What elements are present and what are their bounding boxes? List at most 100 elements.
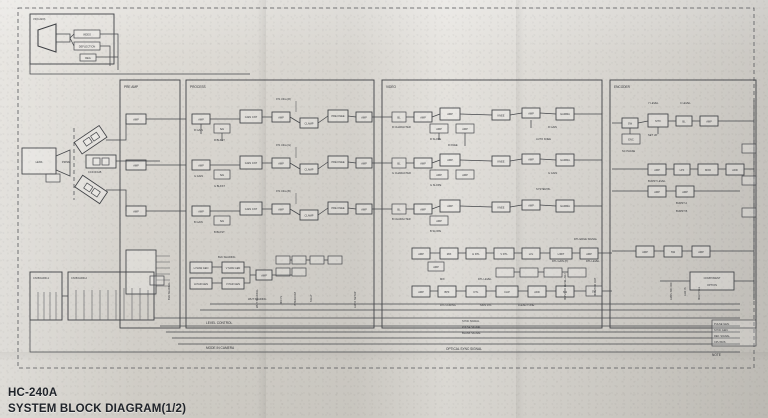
svg-text:MONITOR LEVEL ADJ: MONITOR LEVEL ADJ: [563, 273, 567, 300]
svg-text:R GAIN: R GAIN: [194, 128, 203, 132]
svg-text:H DTL: H DTL: [472, 252, 480, 256]
svg-text:DTL LEVEL: DTL LEVEL: [478, 277, 492, 281]
svg-text:AMP: AMP: [436, 219, 442, 223]
svg-text:AMP: AMP: [418, 252, 424, 256]
svg-text:BL: BL: [397, 208, 401, 212]
svg-text:CCD R/G/B: CCD R/G/B: [88, 170, 102, 174]
svg-text:AUTO SETUP: AUTO SETUP: [353, 291, 357, 308]
svg-text:AMP: AMP: [198, 210, 204, 214]
svg-text:AMP: AMP: [462, 173, 468, 177]
svg-text:BLK SHADING: BLK SHADING: [218, 255, 235, 259]
svg-text:CPU BUS: CPU BUS: [714, 340, 726, 344]
svg-text:AMPL SW OFF: AMPL SW OFF: [669, 282, 673, 300]
svg-text:BL: BL: [397, 162, 401, 166]
svg-text:KNEE: KNEE: [497, 160, 504, 164]
svg-text:AMP: AMP: [447, 204, 453, 208]
svg-text:PULSE GEN.: PULSE GEN.: [714, 322, 730, 326]
svg-text:OPTION: OPTION: [707, 283, 717, 287]
svg-text:AMP: AMP: [682, 190, 688, 194]
svg-text:MIX: MIX: [447, 252, 452, 256]
svg-text:B SLOPE: B SLOPE: [430, 229, 441, 233]
model-number: HC-240A: [8, 387, 58, 399]
svg-text:AMP: AMP: [462, 127, 468, 131]
svg-text:ENCODER: ENCODER: [614, 85, 631, 89]
svg-text:AMP: AMP: [278, 116, 284, 120]
svg-text:PRE KNEE: PRE KNEE: [331, 206, 344, 210]
svg-text:LIMIT: LIMIT: [558, 252, 565, 256]
svg-text:SYNC SIGNAL: SYNC SIGNAL: [462, 319, 480, 323]
svg-text:WHT SHADING: WHT SHADING: [255, 290, 259, 308]
svg-text:SET UP: SET UP: [648, 133, 658, 137]
svg-text:MONITOR OUT: MONITOR OUT: [593, 277, 597, 296]
svg-text:FLESH TONE: FLESH TONE: [518, 303, 534, 307]
svg-text:CN BOARD-1: CN BOARD-1: [33, 276, 50, 280]
svg-text:PRE KNEE: PRE KNEE: [331, 160, 344, 164]
svg-text:S/H: S/H: [220, 173, 224, 177]
section-frames: PRE AMP PROCESS VIDEO ENCODER: [119, 79, 757, 329]
svg-text:AMP: AMP: [654, 168, 660, 172]
preamp-blocks: AMP AMP AMP: [120, 113, 186, 295]
svg-text:AMP: AMP: [261, 274, 267, 278]
svg-text:CLIP: CLIP: [504, 290, 510, 294]
svg-text:S/H: S/H: [220, 219, 224, 223]
svg-text:LEVEL CONTROL: LEVEL CONTROL: [206, 321, 233, 325]
svg-text:SW: SW: [628, 122, 633, 126]
encoder-group: SW MTX BL AMP ENC Y LEVEL C LEVEL SET UP…: [612, 101, 754, 300]
svg-text:971 Ultra (G): 971 Ultra (G): [276, 143, 291, 147]
svg-text:G BLKST: G BLKST: [214, 184, 225, 188]
svg-text:AMP: AMP: [278, 208, 284, 212]
svg-text:BLANK SIGNAL: BLANK SIGNAL: [462, 331, 481, 335]
svg-text:BURST B: BURST B: [676, 209, 687, 213]
svg-text:AMP: AMP: [133, 164, 139, 168]
svg-text:GAMMA: GAMMA: [560, 158, 570, 162]
svg-text:GAIN CNT: GAIN CNT: [245, 207, 258, 211]
process-shading-group: BLK SHADING H SAW GEN V SAW GEN H PAR GE…: [189, 255, 292, 301]
svg-text:H SAW GEN: H SAW GEN: [194, 266, 209, 270]
sheet-border: [17, 7, 755, 369]
svg-text:AMP: AMP: [586, 252, 592, 256]
svg-text:AMP: AMP: [528, 158, 534, 162]
svg-text:SYSTEM BL: SYSTEM BL: [536, 187, 551, 191]
svg-text:AMP: AMP: [361, 162, 367, 166]
svg-text:BPF: BPF: [444, 290, 449, 294]
svg-text:AMP: AMP: [642, 250, 648, 254]
svg-text:GAIN CNT: GAIN CNT: [245, 115, 258, 119]
svg-text:AMP: AMP: [198, 118, 204, 122]
svg-text:KNEE: KNEE: [497, 114, 504, 118]
svg-text:PRE AMP: PRE AMP: [124, 85, 138, 89]
svg-text:AMP: AMP: [698, 250, 704, 254]
viewfinder-group: VF(0-22/0) VIDEO DEFLECTION REG: [29, 13, 250, 75]
svg-text:AUTO KNEE: AUTO KNEE: [536, 137, 551, 141]
svg-text:AMP: AMP: [654, 190, 660, 194]
svg-text:ADD: ADD: [732, 168, 738, 172]
svg-text:AMP: AMP: [528, 204, 534, 208]
detail-chain-group: AMP MIX H DTL V DTL LVL LIMIT AMP AMP MI…: [411, 237, 612, 307]
svg-text:AMP: AMP: [418, 290, 424, 294]
svg-text:SW: SW: [671, 250, 676, 254]
svg-text:CN BOARD-2: CN BOARD-2: [71, 276, 88, 280]
svg-text:G GAIN: G GAIN: [548, 171, 557, 175]
svg-text:CLAMP: CLAMP: [305, 214, 314, 218]
svg-text:AMP: AMP: [133, 118, 139, 122]
video-channel-rows: BL AMP AMP AMP AMP KNEE AMP GAMMA R CHAR…: [382, 107, 602, 233]
svg-text:G SLOPE: G SLOPE: [430, 183, 442, 187]
svg-text:AMP: AMP: [133, 210, 139, 214]
svg-text:BURST A: BURST A: [676, 201, 687, 205]
svg-text:INTERCOM: INTERCOM: [293, 292, 297, 306]
svg-text:SKIN DTL: SKIN DTL: [480, 303, 492, 307]
svg-text:AMP: AMP: [447, 112, 453, 116]
svg-text:MODE IN CAMERA: MODE IN CAMERA: [206, 346, 235, 350]
svg-text:DTL GAIN (P): DTL GAIN (P): [552, 259, 568, 263]
svg-text:PROCESS: PROCESS: [190, 85, 206, 89]
svg-text:GAIN CNT: GAIN CNT: [245, 161, 258, 165]
svg-text:BLK SHADING: BLK SHADING: [167, 283, 171, 300]
svg-text:BL: BL: [397, 116, 401, 120]
svg-text:AMP: AMP: [198, 164, 204, 168]
svg-text:REF. SIGNAL: REF. SIGNAL: [714, 334, 730, 338]
svg-text:AMP: AMP: [447, 158, 453, 162]
svg-text:SW: SW: [592, 290, 597, 294]
svg-text:V PAR GEN: V PAR GEN: [226, 282, 240, 286]
svg-text:VF(0-22/0): VF(0-22/0): [33, 17, 46, 21]
